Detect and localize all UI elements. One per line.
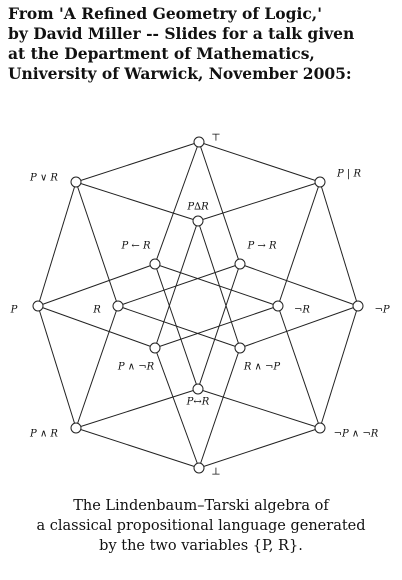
edge-PifR-P [37,263,156,307]
node-label-notR: ¬R [294,305,310,316]
edge-top-PnandR [198,141,321,183]
node-label-RandnotP: R ∧ ¬P [243,362,281,373]
edge-PorR-R [75,181,119,307]
node-label-PifR: P ← R [121,241,151,252]
node-label-PandR: P ∧ R [29,429,58,440]
edge-R-PandR [75,305,119,429]
edge-nPandnR-bottom [198,427,321,469]
edge-PorR-PxorR [75,181,199,222]
node-PxorR [192,215,204,227]
node-label-PiffR: P↔R [186,397,210,408]
edge-notP-nPandnR [319,305,359,429]
edge-PnandR-PxorR [197,181,321,222]
node-label-top: ⊤ [211,133,220,144]
node-PandR [70,422,82,434]
node-PiffR [192,383,204,395]
node-notR [272,300,284,312]
edge-P-PandR [37,305,77,429]
diagram-nodes [32,136,364,474]
edge-PxorR-RandnotP [197,220,241,349]
node-PandnotR [149,342,161,354]
caption-line-1: The Lindenbaum–Tarski algebra of [73,498,329,514]
header-line-1: From 'A Refined Geometry of Logic,' [8,4,322,23]
node-PimpR [234,258,246,270]
node-bottom [193,462,205,474]
edge-PiffR-PandR [75,388,199,429]
edge-PnandR-notP [319,181,359,307]
node-label-R: R [92,305,101,316]
node-label-P: P [10,305,18,316]
edge-P-PandnotR [37,305,156,349]
edge-PifR-notR [154,263,279,307]
node-label-nPandnR: ¬P ∧ ¬R [334,429,379,440]
node-label-PxorR: P∆R [186,202,209,213]
caption: The Lindenbaum–Tarski algebra of a class… [0,496,402,556]
edge-top-PifR [154,141,200,265]
header-line-2: by David Miller -- Slides for a talk giv… [8,24,355,43]
node-RandnotP [234,342,246,354]
node-notP [352,300,364,312]
edge-notR-nPandnR [277,305,321,429]
caption-line-2: a classical propositional language gener… [36,518,366,534]
caption-line-3: by the two variables {P, R}. [99,538,303,554]
node-PnandR [314,176,326,188]
edge-PimpR-notP [239,263,359,307]
node-PifR [149,258,161,270]
node-label-PorR: P ∨ R [29,173,58,184]
edge-PandR-bottom [75,427,200,469]
node-R [112,300,124,312]
node-label-bottom: ⊥ [211,467,220,478]
node-P [32,300,44,312]
node-label-notP: ¬P [374,305,389,316]
edge-notR-PandnotR [154,305,279,349]
node-label-PandnotR: P ∧ ¬R [117,362,155,373]
node-label-PnandR: P | R [336,169,361,180]
header-line-3: at the Department of Mathematics, [8,44,315,63]
edge-R-RandnotP [117,305,241,349]
node-label-PimpR: P → R [247,241,277,252]
edge-PorR-P [37,181,77,307]
header-line-4: University of Warwick, November 2005: [8,64,352,83]
edge-PxorR-PandnotR [154,220,199,349]
edge-PimpR-R [117,263,241,307]
node-top [193,136,205,148]
diagram-labels: ⊤ P ∨ R P | R P∆R P ← R P → R P R ¬R ¬P P ∧ ¬R R ∧ … [10,133,390,478]
edge-top-PorR [75,141,200,183]
edge-PandnotR-bottom [154,347,200,469]
edge-top-PimpR [198,141,241,265]
edge-notP-RandnotP [239,305,359,349]
diagram-edges [37,141,359,469]
edge-RandnotP-bottom [198,347,241,469]
edge-PiffR-nPandnR [197,388,321,429]
node-PorR [70,176,82,188]
header-text: From 'A Refined Geometry of Logic,' by D… [8,4,400,84]
edge-PnandR-notR [277,181,321,307]
node-nPandnR [314,422,326,434]
